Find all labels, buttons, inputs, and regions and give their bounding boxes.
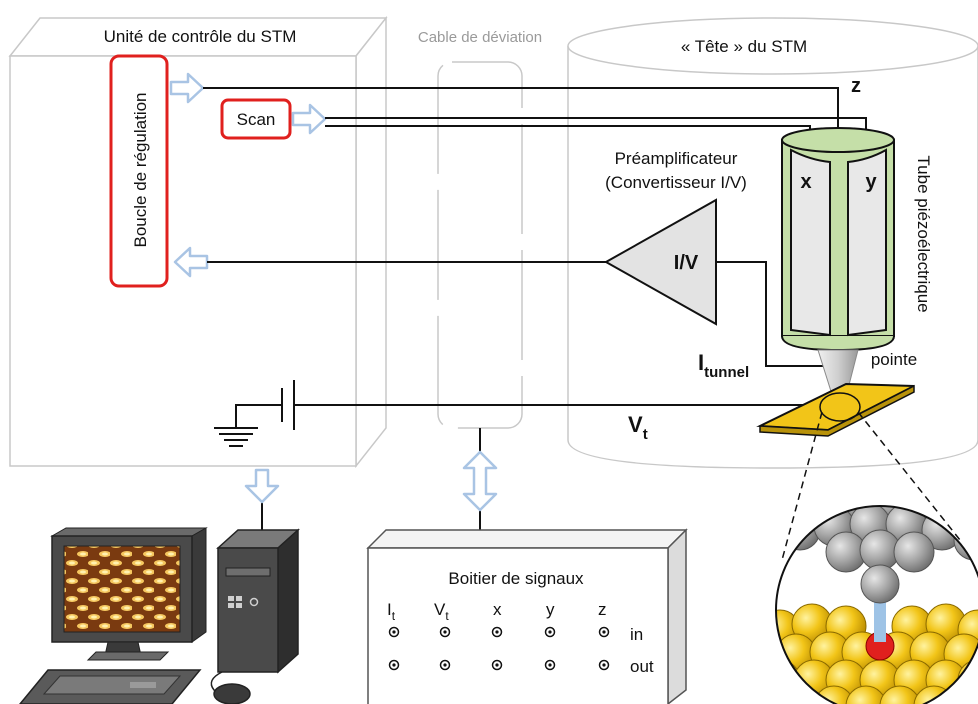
cable-title: Cable de déviation: [418, 29, 542, 46]
channel-label-z: z: [598, 600, 607, 619]
channel-label-it: It: [387, 600, 396, 623]
tip-label: pointe: [871, 350, 917, 369]
arrow-down-icon: [244, 468, 280, 504]
preamplifier-triangle: [603, 198, 717, 326]
preamplifier-subtitle: (Convertisseur I/V): [605, 173, 747, 192]
signal-box: [366, 528, 688, 704]
arrow-left-icon: [173, 246, 209, 278]
tunnel-current-label: Itunnel: [698, 350, 749, 381]
zoom-lines: [781, 411, 961, 561]
connector-in-row: [388, 626, 610, 638]
computer-tower: [216, 528, 300, 674]
stm-head-top: [567, 17, 978, 75]
deflection-cable: [437, 61, 523, 429]
feedback-loop-box: [109, 54, 169, 288]
signal-connectors[interactable]: [388, 626, 610, 671]
channel-label-y: y: [546, 600, 555, 619]
signal-box-title: Boitier de signaux: [448, 569, 584, 588]
scan-box: [220, 98, 292, 140]
stm-head-cylinder: [567, 46, 978, 469]
stm-image-display: [63, 545, 181, 633]
piezo-tube: [781, 127, 895, 352]
electrode-y-label: y: [865, 171, 877, 193]
bidirectional-arrow-icon: [462, 450, 498, 512]
zoom-region-marker: [819, 392, 861, 422]
feedback-loop-label: Boucle de régulation: [131, 92, 150, 247]
preamplifier-symbol: I/V: [674, 252, 699, 274]
computer: [19, 527, 300, 704]
battery-symbol: [281, 380, 295, 430]
sample-plate-edge: [759, 384, 915, 437]
row-label-out: out: [630, 657, 654, 676]
arrow-right-icon: [169, 72, 205, 104]
channel-label-x: x: [493, 600, 502, 619]
wires: [203, 87, 867, 537]
arrow-right-icon: [291, 103, 327, 135]
zoom-atomic-view: [775, 505, 978, 704]
channel-label-vt: Vt: [434, 600, 449, 623]
preamplifier-title: Préamplificateur: [615, 149, 738, 168]
electrode-x-label: x: [800, 171, 811, 193]
tunneling-beam: [874, 594, 886, 642]
row-label-in: in: [630, 625, 643, 644]
stm-head-title: « Tête » du STM: [681, 37, 807, 56]
electrode-z-label: z: [851, 75, 861, 97]
keyboard: [19, 669, 202, 704]
mouse: [210, 671, 251, 704]
monitor: [50, 527, 208, 661]
control-unit-title: Unité de contrôle du STM: [104, 27, 297, 46]
connector-out-row: [388, 659, 610, 671]
connector-dots: [392, 630, 606, 667]
piezo-tube-label: Tube piézoélectrique: [914, 155, 933, 312]
scan-label: Scan: [237, 110, 276, 129]
signal-channel-labels: It Vt x y z: [387, 600, 607, 623]
sample-plate: [756, 382, 915, 432]
bias-voltage-label: Vt: [628, 412, 648, 443]
